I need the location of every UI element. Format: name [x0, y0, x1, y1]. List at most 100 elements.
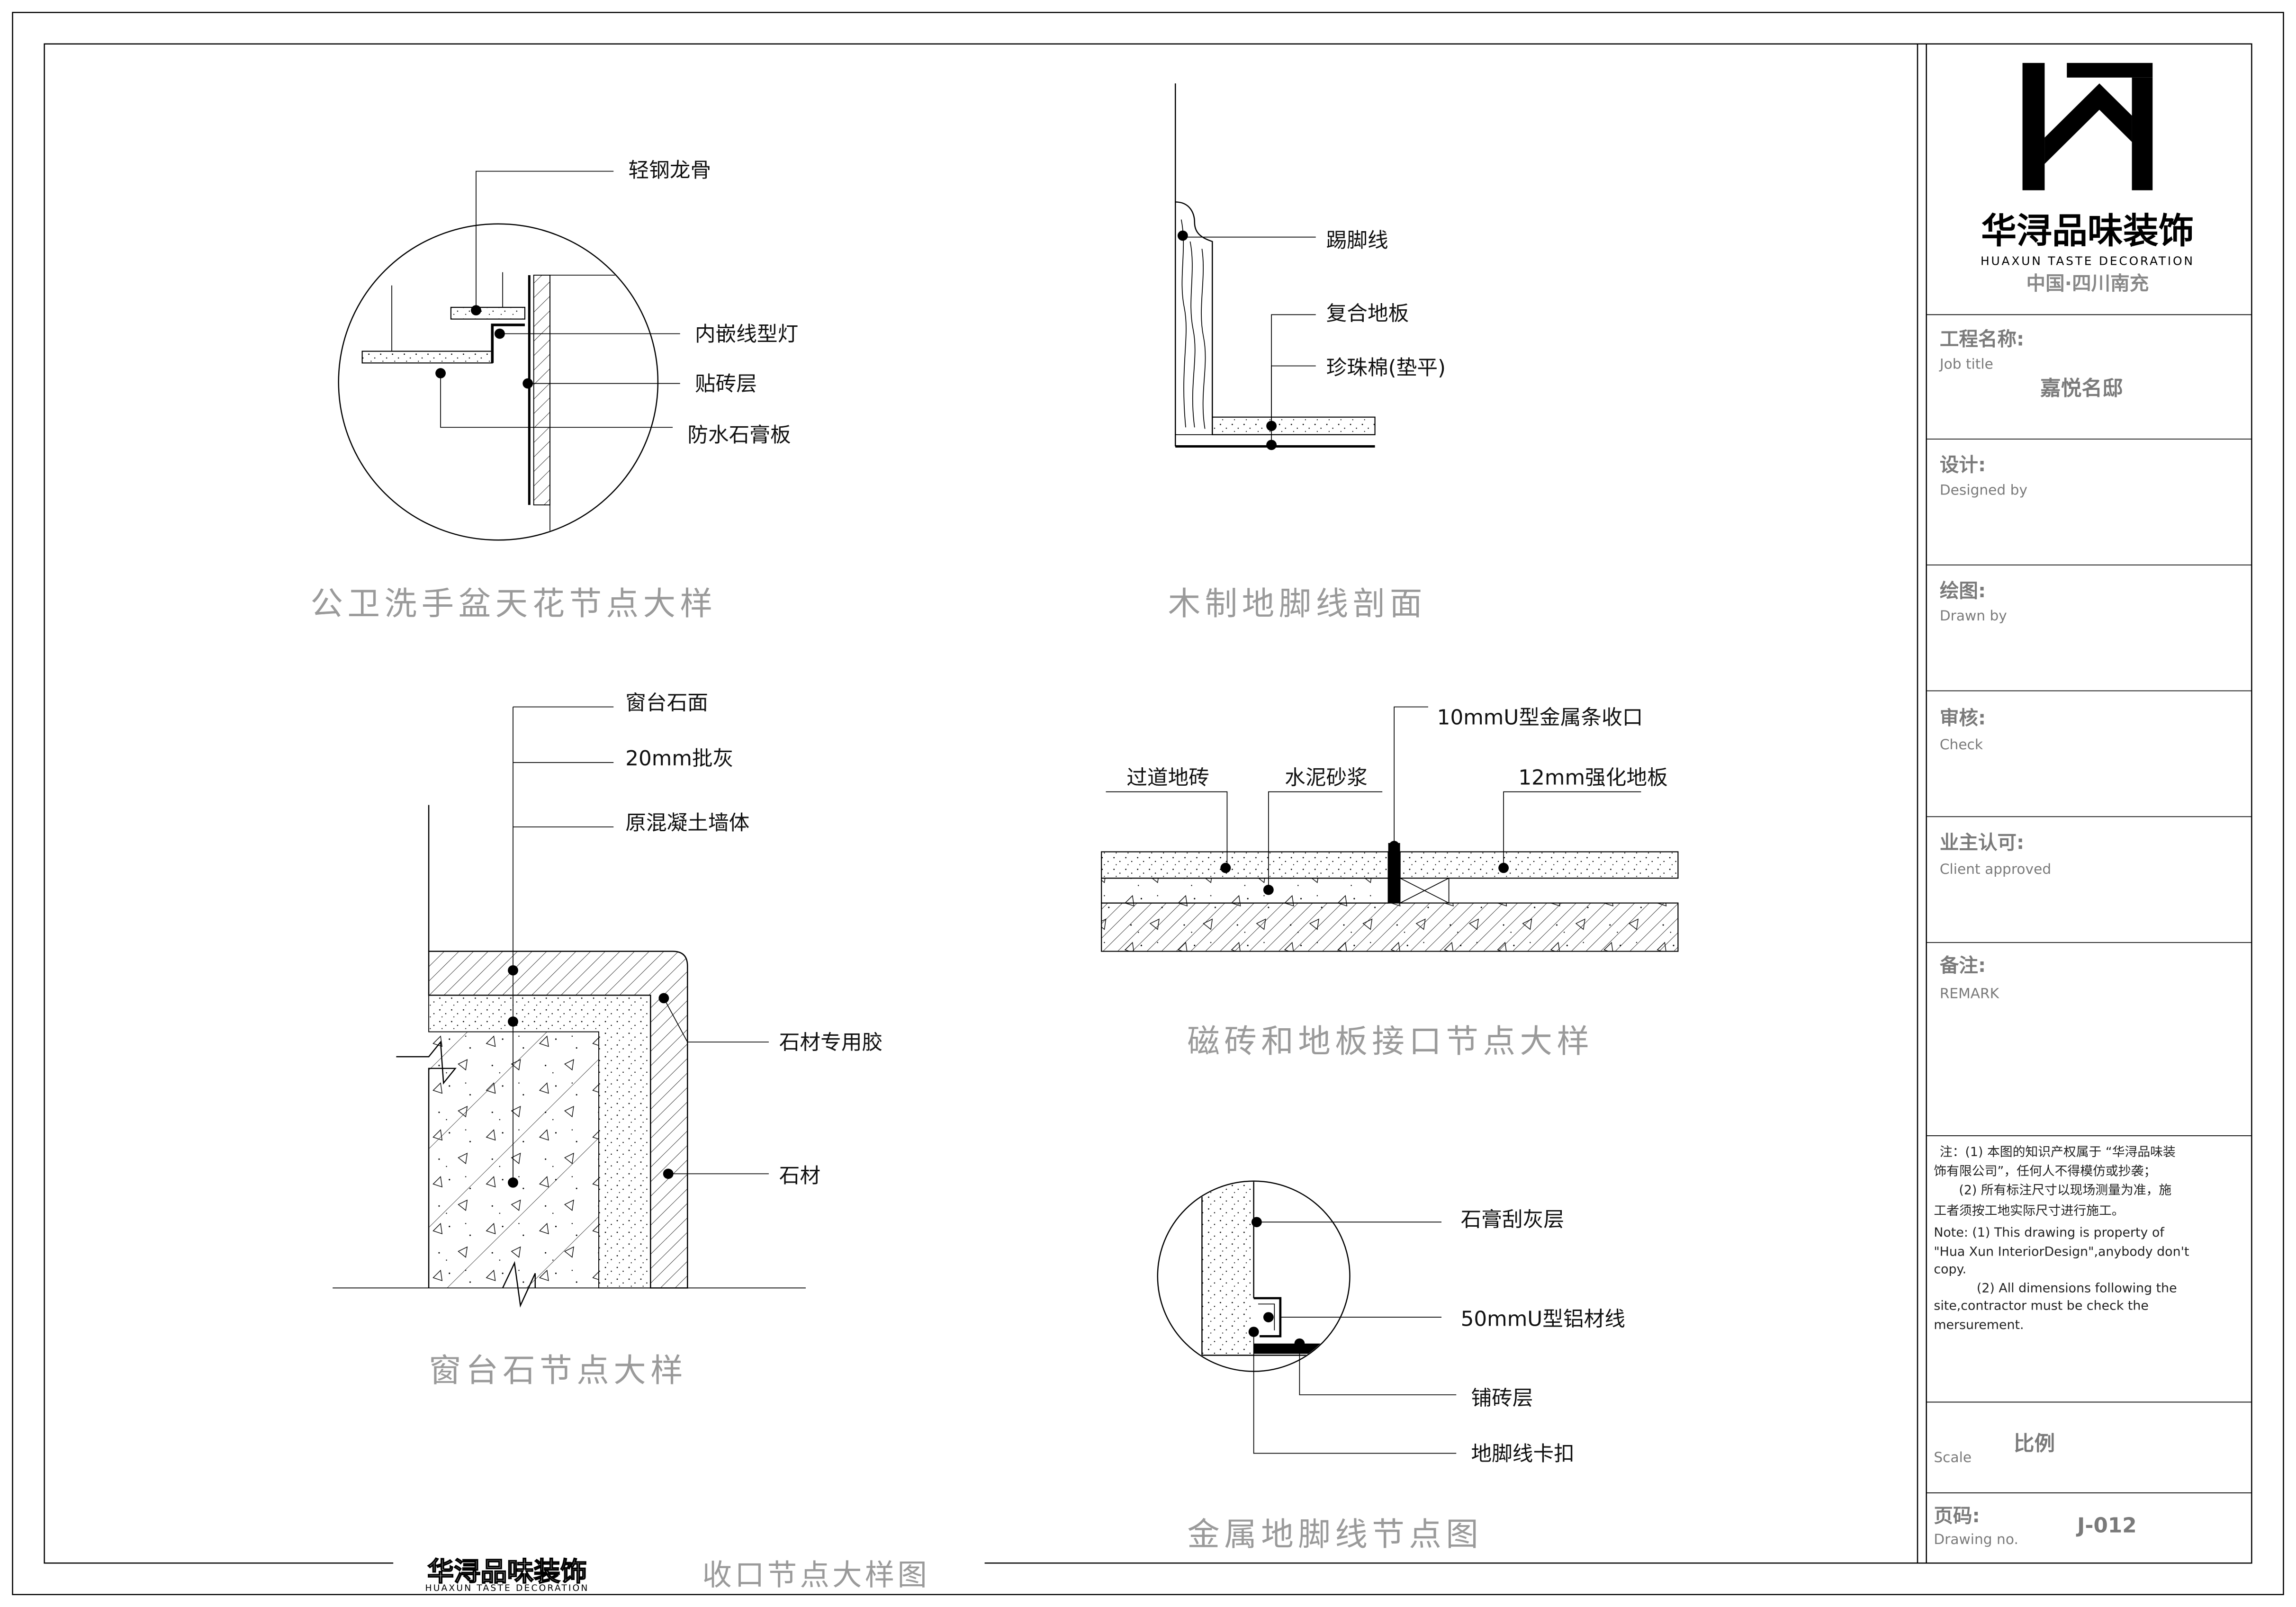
wood-grain-line — [1201, 249, 1206, 429]
outer-border — [12, 12, 2284, 1595]
logo-english: HUAXUN TASTE DECORATION — [1981, 254, 2195, 268]
detail-title: 窗台石节点大样 — [429, 1352, 687, 1390]
detail-metal-skirting: 石膏刮灰层 50mmU型铝材线 铺砖层 地脚线卡扣 金属地脚线节点图 — [1157, 1180, 1625, 1554]
client-approved-label: 业主认可: — [1940, 831, 2024, 853]
title-block-frame — [1917, 43, 2252, 1564]
detail-title: 公卫洗手盆天花节点大样 — [310, 585, 717, 623]
detail-window-sill: 窗台石面 20mm批灰 原混凝土墙体 石材专用胶 石材 窗台石节点大样 — [333, 691, 882, 1390]
label-foam: 珍珠棉(垫平) — [1326, 356, 1446, 380]
joint-labels: 10mmU型金属条收口 过道地砖 水泥砂浆 12mm强化地板 — [1106, 706, 1668, 895]
leader-dot — [1263, 1312, 1274, 1322]
skirting-labels: 踢脚线 复合地板 珍珠棉(垫平) — [1177, 229, 1446, 450]
ceiling-section — [361, 272, 639, 539]
logo-location: 中国·四川南充 — [2026, 272, 2149, 295]
label-sill-top: 窗台石面 — [625, 691, 708, 715]
leader-dot — [1498, 862, 1509, 873]
laminate-floor — [1399, 851, 1679, 879]
client-approved-label-en: Client approved — [1940, 861, 2051, 877]
drawing-no-label-en: Drawing no. — [1934, 1531, 2018, 1547]
detail-ceiling: 轻钢龙骨 内嵌线型灯 贴砖层 防水石膏板 公卫洗手盆天花节点大样 — [310, 159, 798, 623]
leader-dot — [1263, 885, 1274, 895]
logo-left-bar — [2022, 63, 2045, 190]
wood-grain — [1180, 219, 1206, 429]
note-line: (2) All dimensions following the — [1977, 1281, 2177, 1296]
leader-dot — [508, 1177, 518, 1188]
job-title-value: 嘉悦名邸 — [2040, 377, 2123, 401]
label-clip: 地脚线卡扣 — [1471, 1442, 1574, 1466]
concrete-base-aggregate — [1101, 903, 1678, 952]
detail-circle — [338, 223, 659, 541]
sheet-frame — [12, 12, 2284, 1595]
sill-labels: 窗台石面 20mm批灰 原混凝土墙体 石材专用胶 石材 — [508, 691, 882, 1188]
remark-label: 备注: — [1940, 954, 1986, 977]
note-line: (2) 所有标注尺寸以现场测量为准，施 — [1959, 1183, 2171, 1198]
note-line: site,contractor must be check the — [1934, 1299, 2149, 1313]
label-light: 内嵌线型灯 — [695, 323, 798, 346]
label-corridor-tile: 过道地砖 — [1126, 766, 1209, 790]
company-logo: 华浔品味装饰 HUAXUN TASTE DECORATION 中国·四川南充 — [1981, 63, 2195, 295]
gypsum-board — [533, 275, 550, 506]
label-laminate: 12mm强化地板 — [1518, 766, 1667, 790]
skirting-board — [1175, 201, 1213, 435]
label-wall: 原混凝土墙体 — [625, 811, 749, 835]
logo-top-bar — [2067, 63, 2153, 78]
break-line — [396, 1040, 457, 1085]
leader-dot — [1251, 1217, 1262, 1228]
leader-dot — [508, 965, 518, 976]
label-tile: 铺砖层 — [1471, 1387, 1533, 1410]
leader-line — [1106, 791, 1228, 868]
scale-label-en: Scale — [1934, 1449, 1972, 1465]
job-title-label-en: Job title — [1939, 356, 1993, 372]
concrete-wall-hatch — [429, 1032, 599, 1288]
note-line: copy. — [1934, 1262, 1966, 1277]
label-gypsum: 防水石膏板 — [687, 423, 791, 447]
note-line: "Hua Xun InteriorDesign",anybody don't — [1934, 1244, 2189, 1259]
wood-grain-line — [1180, 219, 1187, 428]
metal-strip — [1388, 843, 1400, 903]
logo-right-bar — [2132, 77, 2153, 190]
leader-dot — [1220, 862, 1231, 873]
drawn-by-label-en: Drawn by — [1940, 608, 2007, 624]
check-label: 审核: — [1940, 707, 1986, 729]
logo-mark-icon — [2022, 63, 2153, 190]
logo-name: 华浔品味装饰 — [1981, 210, 2194, 251]
detail-tile-floor-joint: 10mmU型金属条收口 过道地砖 水泥砂浆 12mm强化地板 磁砖和地板接口节点… — [1101, 706, 1679, 1060]
note-line: 工者须按工地实际尺寸进行施工。 — [1934, 1203, 2124, 1218]
detail-title: 金属地脚线节点图 — [1187, 1517, 1483, 1554]
leader-line — [663, 998, 769, 1043]
footer-logo-name: 华浔品味装饰 — [427, 1557, 587, 1588]
leader-line — [1394, 706, 1428, 846]
aluminum-profile-inner — [1258, 1303, 1275, 1330]
job-title-label: 工程名称: — [1940, 328, 2024, 350]
designed-by-label-en: Designed by — [1940, 482, 2027, 498]
title-block: 华浔品味装饰 HUAXUN TASTE DECORATION 中国·四川南充 工… — [1917, 43, 2252, 1564]
leader-dot — [508, 1016, 518, 1027]
detail-wood-skirting: 踢脚线 复合地板 珍珠棉(垫平) 木制地脚线剖面 — [1168, 83, 1446, 623]
leader-line — [1271, 314, 1316, 426]
leader-line — [1503, 791, 1641, 868]
drawing-title: 收口节点大样图 — [702, 1558, 930, 1592]
leader-dot — [658, 993, 669, 1004]
leader-line — [1253, 1332, 1457, 1454]
leader-line — [440, 373, 673, 428]
drawn-by-label: 绘图: — [1940, 580, 1986, 602]
label-profile: 50mmU型铝材线 — [1461, 1308, 1625, 1331]
note-line: mersurement. — [1934, 1318, 2024, 1332]
scale-label: 比例 — [2014, 1432, 2055, 1456]
ceiling-labels: 轻钢龙骨 内嵌线型灯 贴砖层 防水石膏板 — [435, 159, 798, 447]
footer-logo-english: HUAXUN TASTE DECORATION — [425, 1583, 589, 1593]
cement-mortar — [1101, 878, 1389, 904]
note-line: 饰有限公司”，任何人不得模仿或抄袭； — [1934, 1164, 2156, 1179]
label-plaster: 石膏刮灰层 — [1461, 1208, 1564, 1232]
logo-roof — [2044, 83, 2132, 164]
designed-by-label: 设计: — [1940, 454, 1986, 476]
label-keel: 轻钢龙骨 — [628, 159, 711, 182]
underlay-cross — [1400, 878, 1450, 904]
detail-title: 磁砖和地板接口节点大样 — [1187, 1023, 1594, 1060]
note-line: Note: (1) This drawing is property of — [1934, 1225, 2164, 1240]
label-skirting: 踢脚线 — [1326, 229, 1388, 252]
label-metal-strip: 10mmU型金属条收口 — [1437, 706, 1643, 730]
leader-line — [1271, 365, 1316, 445]
label-plaster: 20mm批灰 — [625, 747, 733, 771]
